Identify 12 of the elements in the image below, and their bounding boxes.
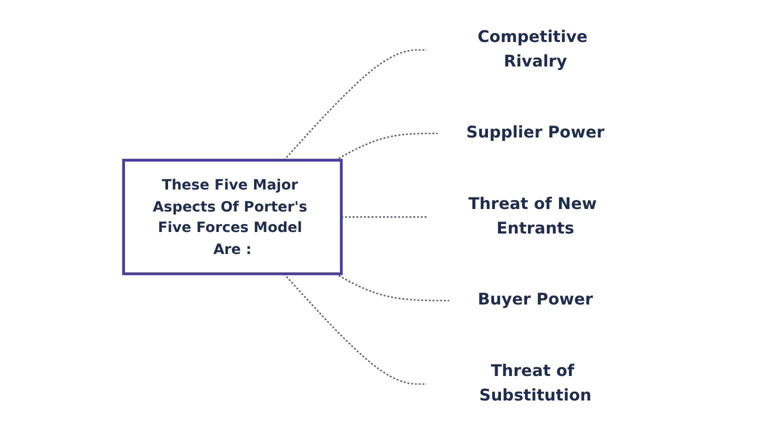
connector [341,216,427,218]
connector [335,132,438,161]
node-text: Threat of Substitution [479,362,592,405]
connector [335,273,450,302]
diagram: These Five Major Aspects Of Porter's Five Forces Model Are : Competitive Rivalry Supplier Power Threat of New Entrants Buyer Power Threat of Substitution [116,4,652,430]
node-text: Competitive Rivalry [478,28,588,71]
node-box [122,158,343,276]
connector [284,49,427,161]
connector [284,273,427,385]
node-text: Buyer Power [478,290,594,310]
node-text: Supplier Power [466,123,605,142]
node-text: Threat of New Entrants [468,194,597,238]
